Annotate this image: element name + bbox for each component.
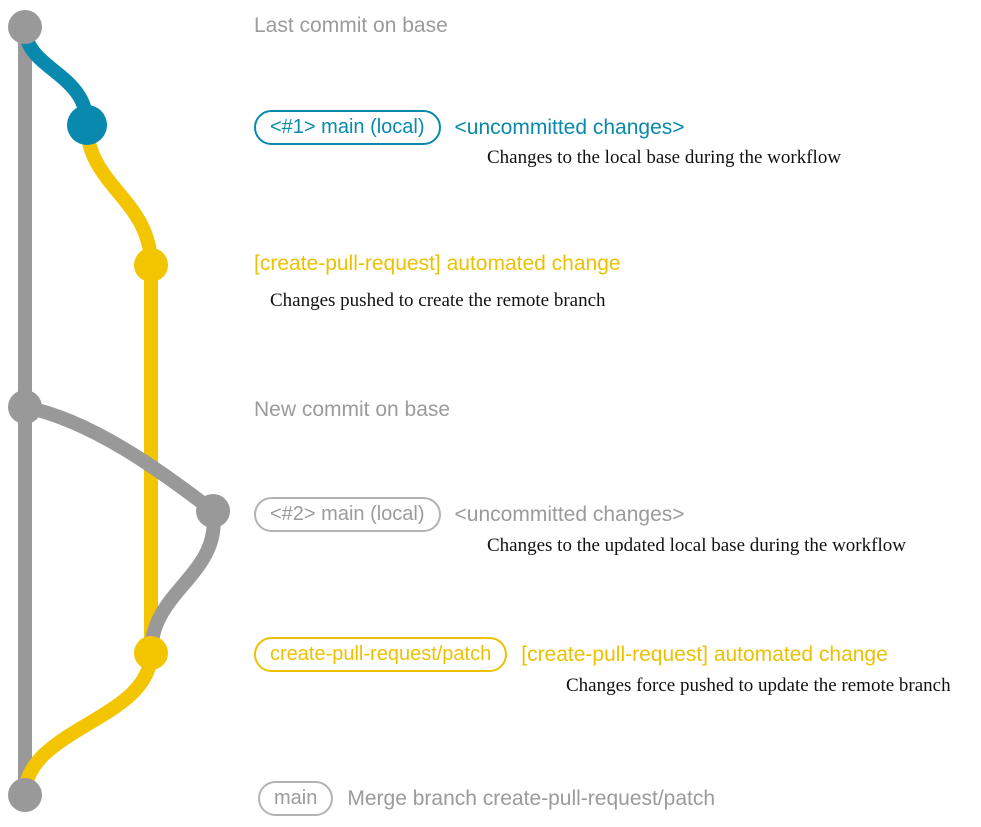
branch-badge-main-local-1[interactable]: <#1> main (local) <box>254 110 441 145</box>
commit-node-base-head <box>8 10 42 44</box>
commit-node-merge <box>8 778 42 812</box>
commit-node-patch-1 <box>134 248 168 282</box>
row-local-uncommitted-1: <#1> main (local) <uncommitted changes> <box>254 110 685 145</box>
commit-node-patch-2 <box>134 636 168 670</box>
commit-subject-merge-branch: Merge branch create-pull-request/patch <box>347 787 716 810</box>
edge-basenew-to-local2 <box>18 400 220 518</box>
commit-subject-uncommitted-2: <uncommitted changes> <box>454 503 685 526</box>
note-local-uncommitted-2: Changes to the updated local base during… <box>487 535 906 556</box>
commit-node-local-1 <box>67 105 107 145</box>
edge-local1-to-patch1 <box>80 118 158 272</box>
row-local-uncommitted-2: <#2> main (local) <uncommitted changes> <box>254 497 685 532</box>
label-new-commit-on-base: New commit on base <box>254 398 451 421</box>
commit-subject-automated-change-2: [create-pull-request] automated change <box>521 643 888 666</box>
row-merge-branch: main Merge branch create-pull-request/pa… <box>258 781 715 816</box>
branch-badge-create-pull-request-patch[interactable]: create-pull-request/patch <box>254 637 508 672</box>
commit-subject-uncommitted-1: <uncommitted changes> <box>454 116 685 139</box>
note-automated-change-2: Changes force pushed to update the remot… <box>566 675 951 696</box>
edge-patch2-to-merge <box>18 646 158 802</box>
label-last-commit-on-base: Last commit on base <box>254 14 448 37</box>
commit-node-base-new <box>8 390 42 424</box>
commit-subject-automated-change-1: [create-pull-request] automated change <box>254 252 621 275</box>
commit-node-local-2 <box>196 494 230 528</box>
note-automated-change-1: Changes pushed to create the remote bran… <box>270 290 606 311</box>
edge-local2-to-patch2 <box>144 504 221 660</box>
branch-badge-main[interactable]: main <box>258 781 334 816</box>
note-local-uncommitted-1: Changes to the local base during the wor… <box>487 147 842 168</box>
row-automated-change-1: [create-pull-request] automated change <box>254 253 621 274</box>
row-automated-change-2: create-pull-request/patch [create-pull-r… <box>254 637 888 672</box>
branch-badge-main-local-2[interactable]: <#2> main (local) <box>254 497 441 532</box>
